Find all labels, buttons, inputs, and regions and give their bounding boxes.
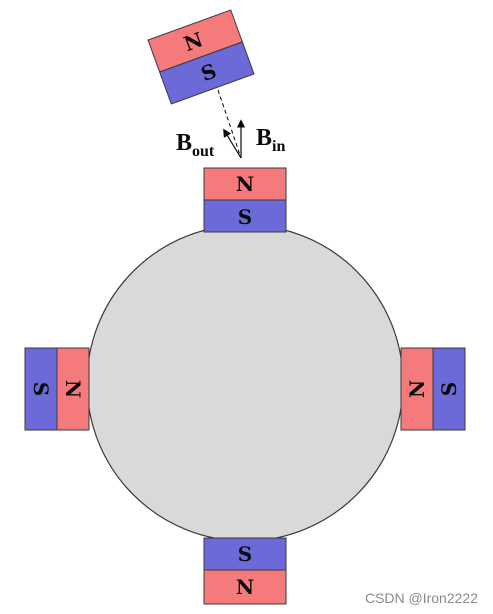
top-magnet: N S bbox=[203, 167, 287, 233]
right-magnet-south bbox=[432, 347, 466, 431]
field-vectors bbox=[217, 89, 246, 159]
vector-guide-line bbox=[217, 89, 242, 159]
watermark-text: CSDN @Iron2222 bbox=[365, 590, 478, 606]
bottom-magnet-s-label: S bbox=[238, 542, 252, 566]
b-out-base: B bbox=[176, 130, 192, 156]
left-magnet: S N bbox=[24, 347, 90, 431]
b-out-subscript: out bbox=[192, 143, 215, 160]
right-magnet-s-label: S bbox=[437, 382, 461, 396]
right-magnet: N S bbox=[400, 347, 466, 431]
bottom-magnet-north bbox=[203, 569, 287, 605]
b-in-subscript: in bbox=[272, 138, 285, 155]
left-magnet-south bbox=[24, 347, 58, 431]
top-magnet-south bbox=[203, 199, 287, 233]
floating-magnet: N S bbox=[147, 9, 255, 105]
top-magnet-s-label: S bbox=[238, 205, 252, 229]
left-magnet-north bbox=[56, 347, 90, 431]
top-magnet-n-label: N bbox=[236, 172, 254, 196]
right-magnet-n-label: N bbox=[405, 380, 429, 398]
b-out-vector bbox=[223, 128, 242, 159]
top-magnet-north bbox=[203, 167, 287, 201]
left-magnet-n-label: N bbox=[61, 380, 85, 398]
rotor-disk bbox=[86, 224, 404, 542]
b-out-label: Bout bbox=[176, 130, 215, 160]
left-magnet-s-label: S bbox=[29, 382, 53, 396]
bottom-magnet: S N bbox=[203, 537, 287, 605]
b-in-label: Bin bbox=[256, 125, 285, 155]
b-in-base: B bbox=[256, 125, 272, 151]
bottom-magnet-n-label: N bbox=[236, 575, 254, 599]
right-magnet-north bbox=[400, 347, 434, 431]
floating-magnet-south bbox=[159, 41, 255, 105]
bottom-magnet-south bbox=[203, 537, 287, 571]
